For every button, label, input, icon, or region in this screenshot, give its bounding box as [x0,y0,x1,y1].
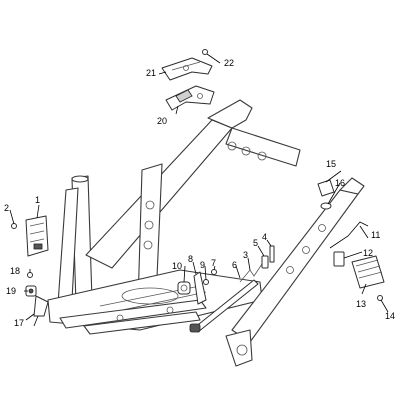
rubber-mount-part-10 [177,281,191,295]
callout-label-3: 3 [243,250,248,260]
bracket-part-20 [165,85,215,111]
callout-label-17: 17 [14,318,24,328]
bolt-part-5 [261,255,269,269]
callout-label-20: 20 [157,116,167,126]
screw-part-18 [27,272,33,278]
screw-part-2 [11,223,17,229]
bracket-part-11 [329,221,369,249]
control-unit-part-1 [25,215,49,257]
callout-label-16: 16 [335,178,345,188]
screw-part-22 [202,49,208,55]
nut-part-9 [203,279,209,285]
cap-part-15 [317,179,335,197]
regulator-part-13 [351,255,385,289]
stand-rod-part-6 [189,279,259,333]
callout-label-9: 9 [200,260,205,270]
callout-label-18: 18 [10,266,20,276]
callout-label-11: 11 [371,230,380,240]
screw-part-14 [377,295,383,301]
scooter-frame [47,99,365,367]
sensor-lead-part-17 [33,295,49,327]
callout-label-6: 6 [232,260,237,270]
callout-label-2: 2 [4,203,9,213]
callout-label-13: 13 [356,299,366,309]
callout-label-4: 4 [262,232,267,242]
callout-label-12: 12 [363,248,373,258]
leader-lines [9,53,389,321]
callout-label-22: 22 [224,58,234,68]
callout-label-15: 15 [326,159,336,169]
bolt-part-4 [269,245,275,263]
callout-labels: 1 2 3 4 5 6 7 8 9 10 11 12 13 14 15 16 1… [4,58,395,328]
callout-label-5: 5 [253,238,258,248]
clip-part-7 [211,269,217,275]
callout-label-10: 10 [172,261,182,271]
callout-label-14: 14 [385,311,395,321]
callout-label-1: 1 [35,195,40,205]
callout-label-21: 21 [146,68,156,78]
bushing-part-16 [320,202,332,210]
bracket-part-21 [161,57,213,81]
bracket-part-8 [193,271,207,305]
sensor-part-19 [25,285,37,297]
callout-label-19: 19 [6,286,16,296]
spring-part-3 [239,263,263,283]
callout-label-7: 7 [211,258,216,268]
connector-part-12 [333,251,345,267]
callout-label-8: 8 [188,254,193,264]
